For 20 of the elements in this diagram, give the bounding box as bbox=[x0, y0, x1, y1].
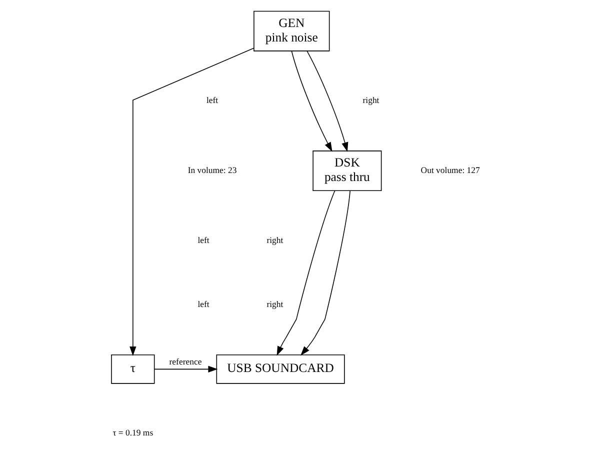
node-box: τ bbox=[111, 354, 155, 384]
node-box: GEN pink noise bbox=[254, 10, 330, 52]
arrow bbox=[130, 48, 254, 356]
arrow bbox=[306, 50, 348, 152]
label: Out volume: 127 bbox=[420, 164, 480, 175]
label: right bbox=[266, 299, 284, 310]
node-box: DSK pass thru bbox=[312, 150, 382, 192]
arrow bbox=[276, 190, 336, 356]
label: left bbox=[198, 299, 210, 310]
edge-label: reference bbox=[169, 356, 202, 366]
label: τ = 0.19 ms bbox=[112, 428, 154, 438]
label: right bbox=[362, 95, 380, 106]
arrow bbox=[291, 50, 332, 152]
label: left bbox=[198, 234, 210, 245]
arrow bbox=[154, 366, 218, 373]
label: In volume: 23 bbox=[188, 164, 237, 175]
arrow bbox=[300, 190, 350, 356]
label: right bbox=[266, 234, 284, 245]
node-box: USB SOUNDCARD bbox=[216, 354, 345, 384]
label: left bbox=[206, 95, 218, 106]
